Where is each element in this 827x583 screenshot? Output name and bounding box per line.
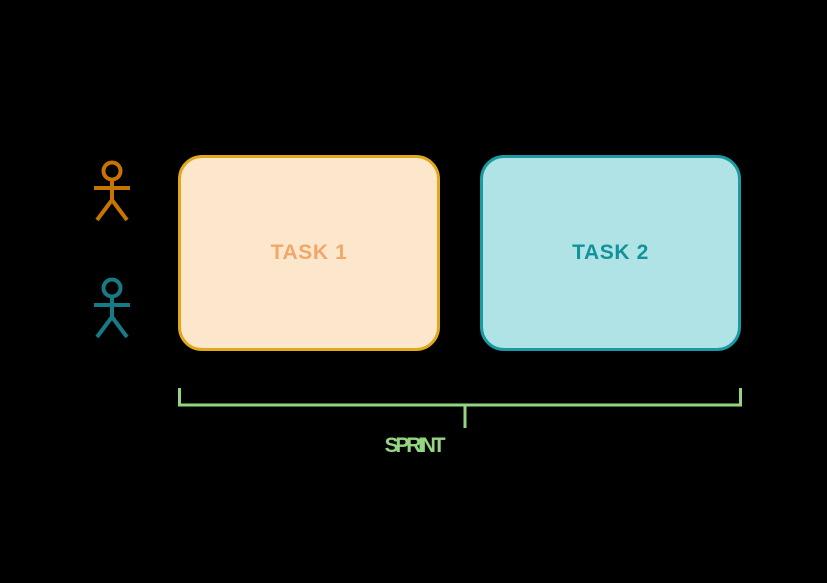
- stick-figure-icon: [94, 277, 130, 339]
- stick-figure-icon: [94, 160, 130, 222]
- bracket-icon: [178, 388, 742, 428]
- sprint-bracket: [170, 380, 750, 428]
- task-box-2[interactable]: TASK 2: [480, 155, 741, 351]
- task-box-2-label: TASK 2: [572, 241, 649, 264]
- sprint-bracket-label: SPRINT: [384, 434, 446, 457]
- actor-stick-figure-orange[interactable]: [84, 160, 140, 222]
- task-box-1[interactable]: TASK 1: [178, 155, 440, 351]
- actor-stick-figure-teal[interactable]: [84, 277, 140, 339]
- task-box-1-label: TASK 1: [270, 241, 348, 264]
